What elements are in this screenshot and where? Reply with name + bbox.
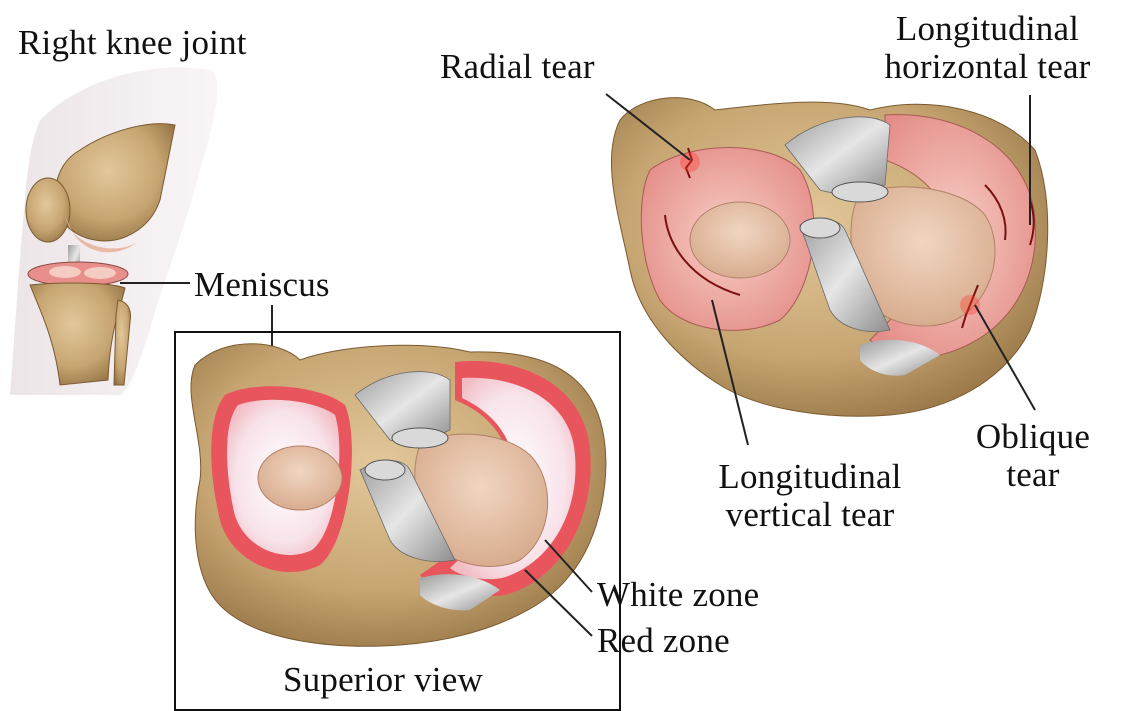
meniscus-label: Meniscus bbox=[194, 266, 330, 304]
knee-joint-illustration bbox=[10, 67, 217, 395]
lateral-cartilage bbox=[258, 446, 342, 510]
longitudinal-vertical-tear-line2: vertical tear bbox=[690, 496, 930, 534]
superior-view-illustration bbox=[191, 344, 606, 646]
radial-tear-label: Radial tear bbox=[440, 48, 595, 86]
longitudinal-horizontal-tear-line2: horizontal tear bbox=[855, 48, 1120, 86]
longitudinal-vertical-tear-label: Longitudinal vertical tear bbox=[690, 458, 930, 534]
oblique-tear-line2: tear bbox=[958, 456, 1108, 494]
superior-view-label: Superior view bbox=[283, 661, 483, 699]
longitudinal-horizontal-tear-line1: Longitudinal bbox=[855, 10, 1120, 48]
oblique-tear-line1: Oblique bbox=[958, 418, 1108, 456]
oblique-tear-label: Oblique tear bbox=[958, 418, 1108, 494]
white-zone-label: White zone bbox=[597, 576, 759, 614]
torn-meniscus-illustration bbox=[611, 98, 1047, 417]
patella bbox=[26, 178, 70, 242]
longitudinal-horizontal-tear-label: Longitudinal horizontal tear bbox=[855, 10, 1120, 86]
longitudinal-vertical-tear-line1: Longitudinal bbox=[690, 458, 930, 496]
red-zone-label: Red zone bbox=[597, 622, 730, 660]
right-knee-joint-label: Right knee joint bbox=[18, 24, 247, 62]
